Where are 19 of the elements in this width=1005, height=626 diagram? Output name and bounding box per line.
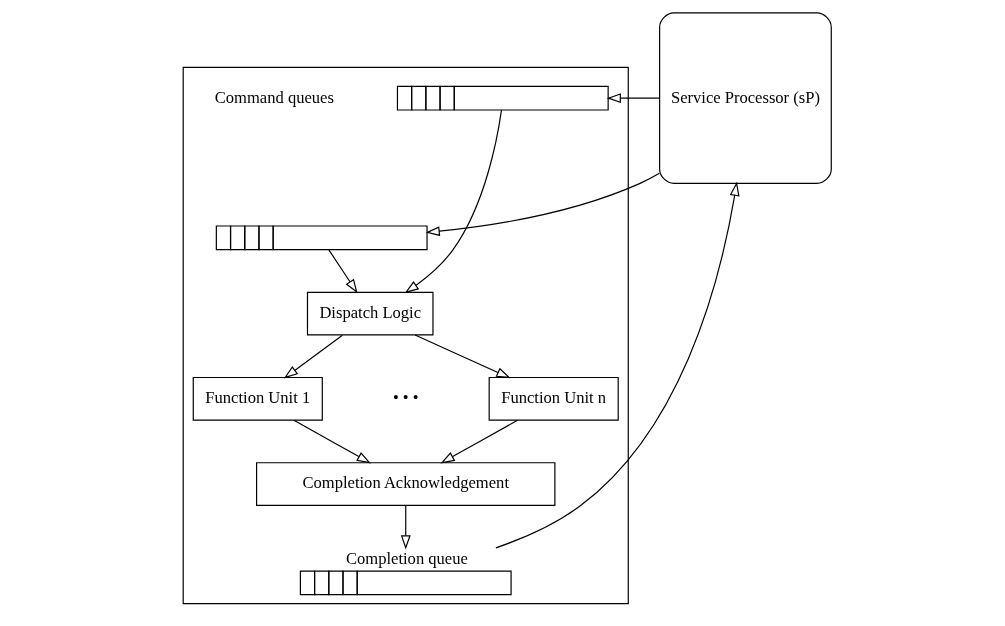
arrow xyxy=(425,172,660,237)
arrow xyxy=(440,419,519,464)
node-box: Dispatch Logic xyxy=(306,291,434,336)
node-box: Service Processor (sP) xyxy=(659,12,832,184)
arrow xyxy=(606,93,660,104)
arrow xyxy=(495,181,740,549)
node-box: Function Unit 1 xyxy=(192,376,323,421)
arrow xyxy=(414,334,511,379)
label: • • • xyxy=(392,388,419,408)
arrow xyxy=(293,419,371,464)
arrow xyxy=(283,334,343,379)
node-box: Function Unit n xyxy=(488,376,619,421)
arrow xyxy=(328,249,358,294)
cluster xyxy=(182,66,629,605)
node-label: Completion queue xyxy=(345,549,468,569)
node-box: Completion Acknowledgement xyxy=(256,462,556,506)
arrow xyxy=(404,109,503,294)
arrow xyxy=(400,505,411,550)
label: Command queues xyxy=(214,87,334,107)
